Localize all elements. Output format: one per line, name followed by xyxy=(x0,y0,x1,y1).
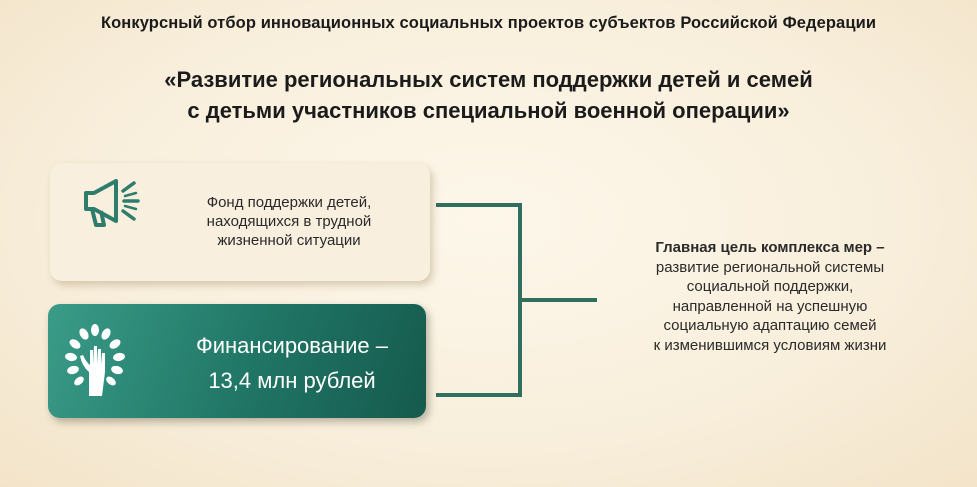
fund-name-line-2: находящихся в трудной xyxy=(206,213,372,230)
project-title-line-1: «Развитие региональных систем поддержки … xyxy=(164,67,813,92)
goal-line-4: социальную адаптацию семей xyxy=(663,317,877,334)
fund-name: Фонд поддержки детей, находящихся в труд… xyxy=(180,193,398,250)
goal-line-5: к изменившимся условиям жизни xyxy=(653,336,887,354)
contest-header: Конкурсный отбор инновационных социальны… xyxy=(100,14,877,32)
main-goal: Главная цель комплекса мер – развитие ре… xyxy=(600,238,940,355)
goal-line-3: направленной на успешную xyxy=(672,297,868,315)
goal-title: Главная цель комплекса мер – xyxy=(655,239,885,256)
goal-line-2: социальной поддержки, xyxy=(686,278,854,295)
fund-card: Фонд поддержки детей, находящихся в труд… xyxy=(50,163,430,281)
funding-card: Финансирование – 13,4 млн рублей xyxy=(48,304,426,418)
megaphone-icon xyxy=(84,179,140,227)
funding-label: Финансирование – xyxy=(195,333,388,358)
funding-value: 13,4 млн рублей xyxy=(208,368,376,393)
tree-hand-icon xyxy=(65,324,125,396)
funding-amount: Финансирование – 13,4 млн рублей xyxy=(152,328,432,398)
goal-line-1: развитие региональной системы xyxy=(655,258,885,276)
project-title: «Развитие региональных систем поддержки … xyxy=(0,64,977,126)
fund-name-line-1: Фонд поддержки детей, xyxy=(206,194,372,211)
project-title-line-2: с детьми участников специальной военной … xyxy=(187,98,790,123)
fund-name-line-3: жизненной ситуации xyxy=(217,232,361,249)
